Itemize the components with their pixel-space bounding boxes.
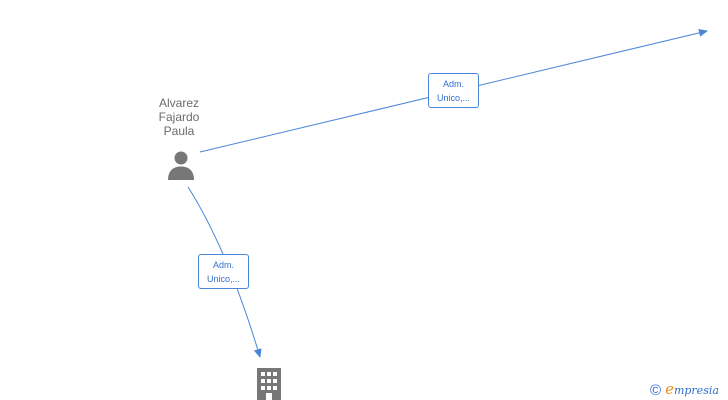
person-name-line-1: Alvarez [158,96,199,110]
edge-label-person-to-offscreen[interactable]: Adm. Unico,... [428,73,479,108]
person-icon[interactable] [165,150,197,182]
person-name-label: Alvarez Fajardo Paula [139,96,219,138]
edge-label-line-2: Unico,... [206,274,240,284]
person-name-line-3: Paula [163,124,195,138]
person-name-line-2: Fajardo [158,110,200,124]
edge-label-line-1: Adm. [442,79,464,89]
edge-label-line-2: Unico,... [436,93,470,103]
brand-watermark: ©empresia [650,379,719,399]
edge-label-person-to-company[interactable]: Adm. Unico,... [198,254,249,289]
brand-logo-text: mpresia [673,384,719,397]
building-icon[interactable] [253,366,285,400]
edge-label-line-1: Adm. [212,260,234,270]
copyright-symbol: © [650,382,662,399]
brand-logo-initial: e [665,380,674,398]
